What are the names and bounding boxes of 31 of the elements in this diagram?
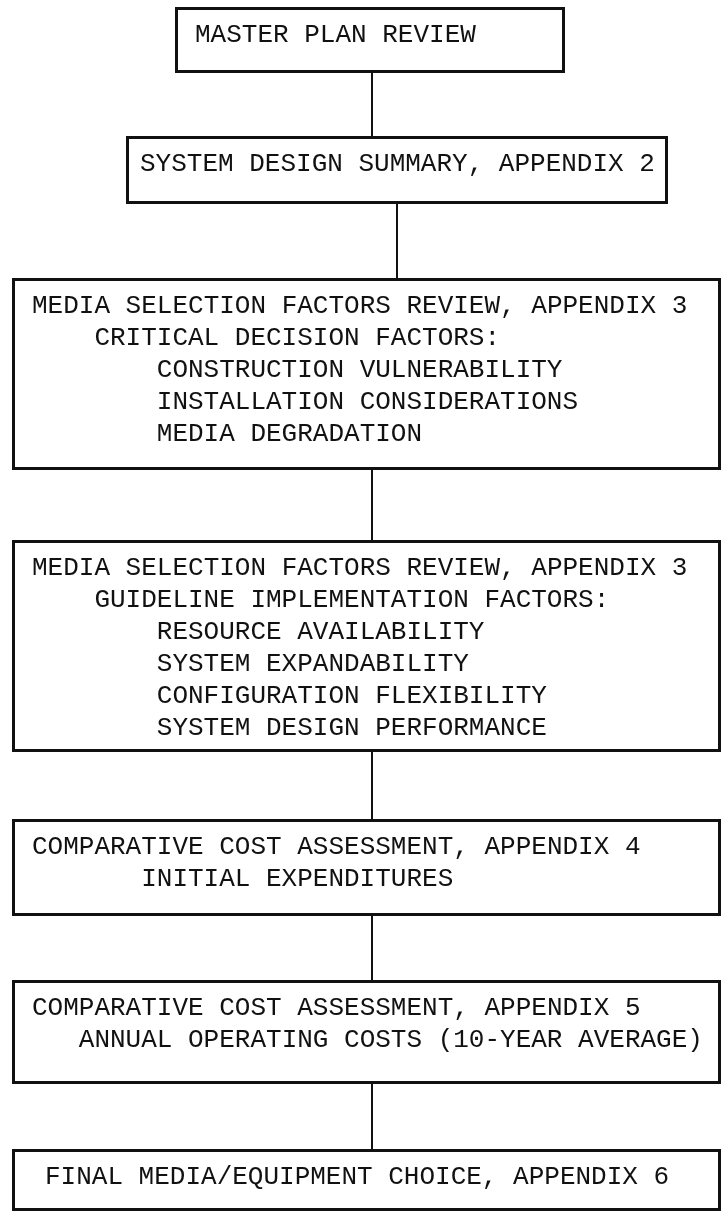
- box-text: INITIAL EXPENDITURES: [141, 864, 454, 894]
- connector-line: [371, 751, 373, 820]
- box-text: CONSTRUCTION VULNERABILITY: [156, 355, 563, 385]
- box-text: RESOURCE AVAILABILITY: [156, 617, 485, 647]
- process-box: [12, 819, 721, 916]
- box-heading: COMPARATIVE COST ASSESSMENT, APPENDIX 5: [32, 993, 641, 1023]
- connector-line: [371, 72, 373, 137]
- box-text: SYSTEM DESIGN PERFORMANCE: [156, 713, 547, 743]
- box-text: GUIDELINE IMPLEMENTATION FACTORS:: [94, 585, 610, 615]
- box-heading: MEDIA SELECTION FACTORS REVIEW, APPENDIX 3: [32, 291, 688, 321]
- box-text: CONFIGURATION FLEXIBILITY: [156, 681, 547, 711]
- box-text: SYSTEM EXPANDABILITY: [156, 649, 469, 679]
- connector-line: [396, 203, 398, 279]
- connector-line: [371, 915, 373, 981]
- box-heading: FINAL MEDIA/EQUIPMENT CHOICE, APPENDIX 6: [45, 1162, 670, 1192]
- process-box: [175, 7, 565, 73]
- box-text: INSTALLATION CONSIDERATIONS: [156, 387, 579, 417]
- box-text: ANNUAL OPERATING COSTS (10-YEAR AVERAGE): [78, 1025, 703, 1055]
- connector-line: [371, 469, 373, 541]
- process-box: [12, 980, 721, 1084]
- box-text: CRITICAL DECISION FACTORS:: [94, 323, 501, 353]
- connector-line: [371, 1083, 373, 1150]
- box-heading: SYSTEM DESIGN SUMMARY, APPENDIX 2: [140, 149, 655, 179]
- box-text: MEDIA DEGRADATION: [156, 419, 423, 449]
- process-box: [12, 540, 721, 752]
- process-box: [12, 278, 721, 470]
- box-heading: MEDIA SELECTION FACTORS REVIEW, APPENDIX 3: [32, 553, 688, 583]
- box-heading: MASTER PLAN REVIEW: [195, 20, 476, 50]
- process-box: [12, 1149, 721, 1211]
- process-box: [126, 136, 668, 204]
- box-heading: COMPARATIVE COST ASSESSMENT, APPENDIX 4: [32, 832, 641, 862]
